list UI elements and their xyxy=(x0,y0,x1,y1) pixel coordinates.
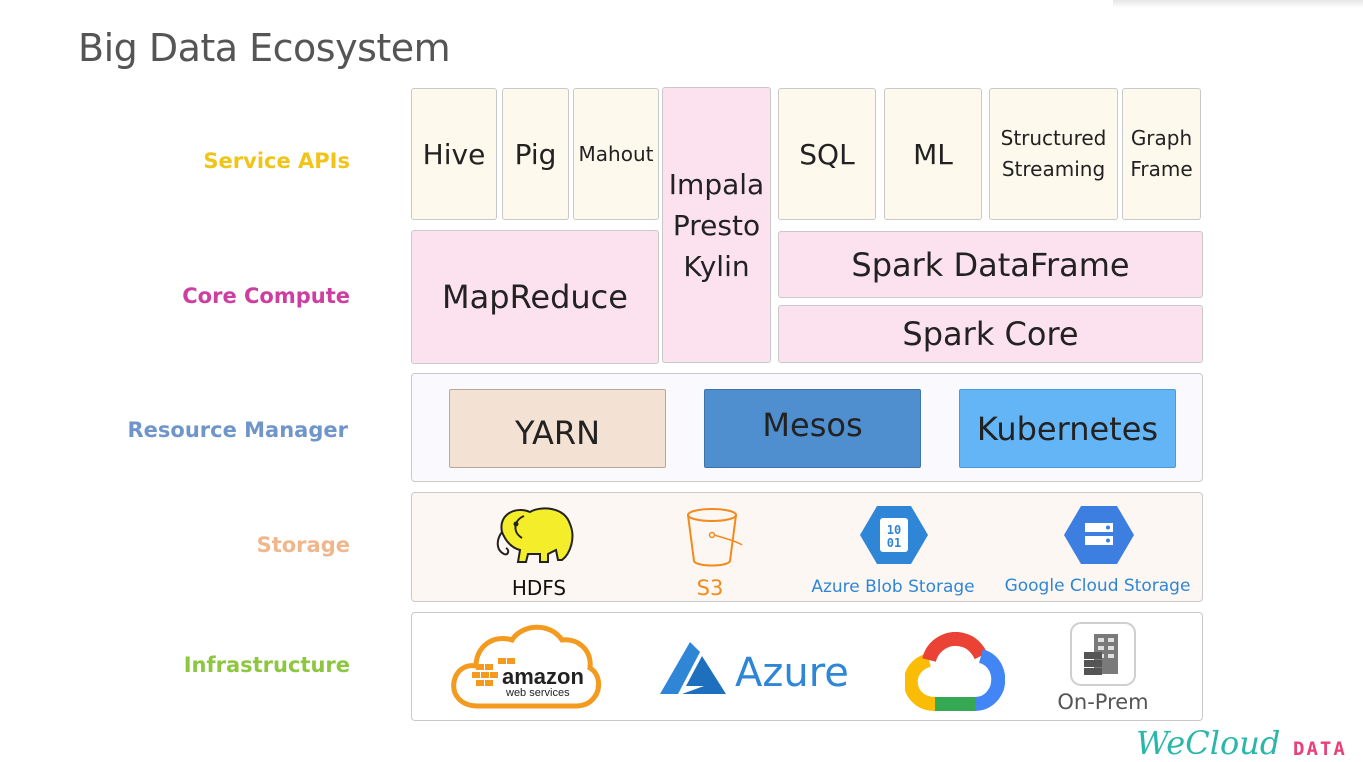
structured-label: Structured xyxy=(1000,126,1107,150)
sql-engines-box: Impala Presto Kylin xyxy=(662,87,771,363)
on-prem-server-icon xyxy=(1070,622,1136,686)
kylin-label: Kylin xyxy=(683,249,750,283)
corner-decoration xyxy=(1113,0,1363,8)
hdfs-label: HDFS xyxy=(511,576,567,600)
ml-label: ML xyxy=(913,137,953,171)
kubernetes-box: Kubernetes xyxy=(959,389,1176,468)
s3-label: S3 xyxy=(696,576,724,600)
s3-bucket-icon xyxy=(687,508,743,567)
layer-label-service-apis: Service APIs xyxy=(203,149,350,173)
pig-label: Pig xyxy=(514,137,557,171)
gcs-label: Google Cloud Storage xyxy=(1004,576,1191,596)
layer-label-resource-manager: Resource Manager xyxy=(127,418,348,442)
layer-label-storage: Storage xyxy=(256,533,350,557)
frame-label: Frame xyxy=(1130,157,1193,181)
azure-logo-icon xyxy=(660,642,726,694)
spark-dataframe-box: Spark DataFrame xyxy=(778,231,1203,298)
hive-label: Hive xyxy=(422,137,486,171)
azure-blob-icon-text-2: 01 xyxy=(887,536,901,550)
spark-dataframe-label: Spark DataFrame xyxy=(851,245,1130,284)
spark-core-box: Spark Core xyxy=(778,305,1203,363)
azure-blob-icon: 10 01 xyxy=(860,506,928,564)
presto-label: Presto xyxy=(672,208,761,242)
structured-streaming-box: Structured Streaming xyxy=(989,88,1118,220)
mahout-label: Mahout xyxy=(578,142,654,166)
hive-box: Hive xyxy=(411,88,497,220)
streaming-label: Streaming xyxy=(1001,157,1106,181)
mapreduce-label: MapReduce xyxy=(442,278,628,316)
ml-box: ML xyxy=(884,88,982,220)
hadoop-elephant-icon xyxy=(496,507,574,563)
on-prem-label: On-Prem xyxy=(1057,690,1149,714)
wecloud-logo-text: WeCloud xyxy=(1136,724,1281,762)
azure-blob-label: Azure Blob Storage xyxy=(811,577,975,597)
mesos-label: Mesos xyxy=(762,405,863,444)
aws-logo-icon: amazon web services xyxy=(451,624,601,709)
pig-box: Pig xyxy=(502,88,569,220)
sql-label: SQL xyxy=(799,137,855,171)
mesos-box: Mesos xyxy=(704,389,921,468)
yarn-label: YARN xyxy=(514,413,601,452)
aws-webservices-text: web services xyxy=(505,687,570,699)
sql-box: SQL xyxy=(778,88,876,220)
layer-label-infrastructure: Infrastructure xyxy=(183,653,350,677)
google-cloud-logo-icon xyxy=(905,632,1005,711)
mahout-box: Mahout xyxy=(573,88,659,220)
layer-label-core-compute: Core Compute xyxy=(182,284,350,308)
graph-frame-box: Graph Frame xyxy=(1122,88,1201,220)
yarn-box: YARN xyxy=(449,389,666,468)
graph-label: Graph xyxy=(1130,126,1193,150)
azure-blob-icon-text-1: 10 xyxy=(887,523,901,537)
google-cloud-storage-icon xyxy=(1064,506,1134,564)
spark-core-label: Spark Core xyxy=(902,315,1079,353)
mapreduce-box: MapReduce xyxy=(411,230,659,364)
aws-amazon-text: amazon xyxy=(502,664,584,689)
wecloud-data-text: DATA xyxy=(1293,738,1347,760)
page-title: Big Data Ecosystem xyxy=(78,26,451,70)
impala-label: Impala xyxy=(668,167,765,201)
kubernetes-label: Kubernetes xyxy=(976,409,1159,448)
azure-wordmark: Azure xyxy=(735,650,849,696)
